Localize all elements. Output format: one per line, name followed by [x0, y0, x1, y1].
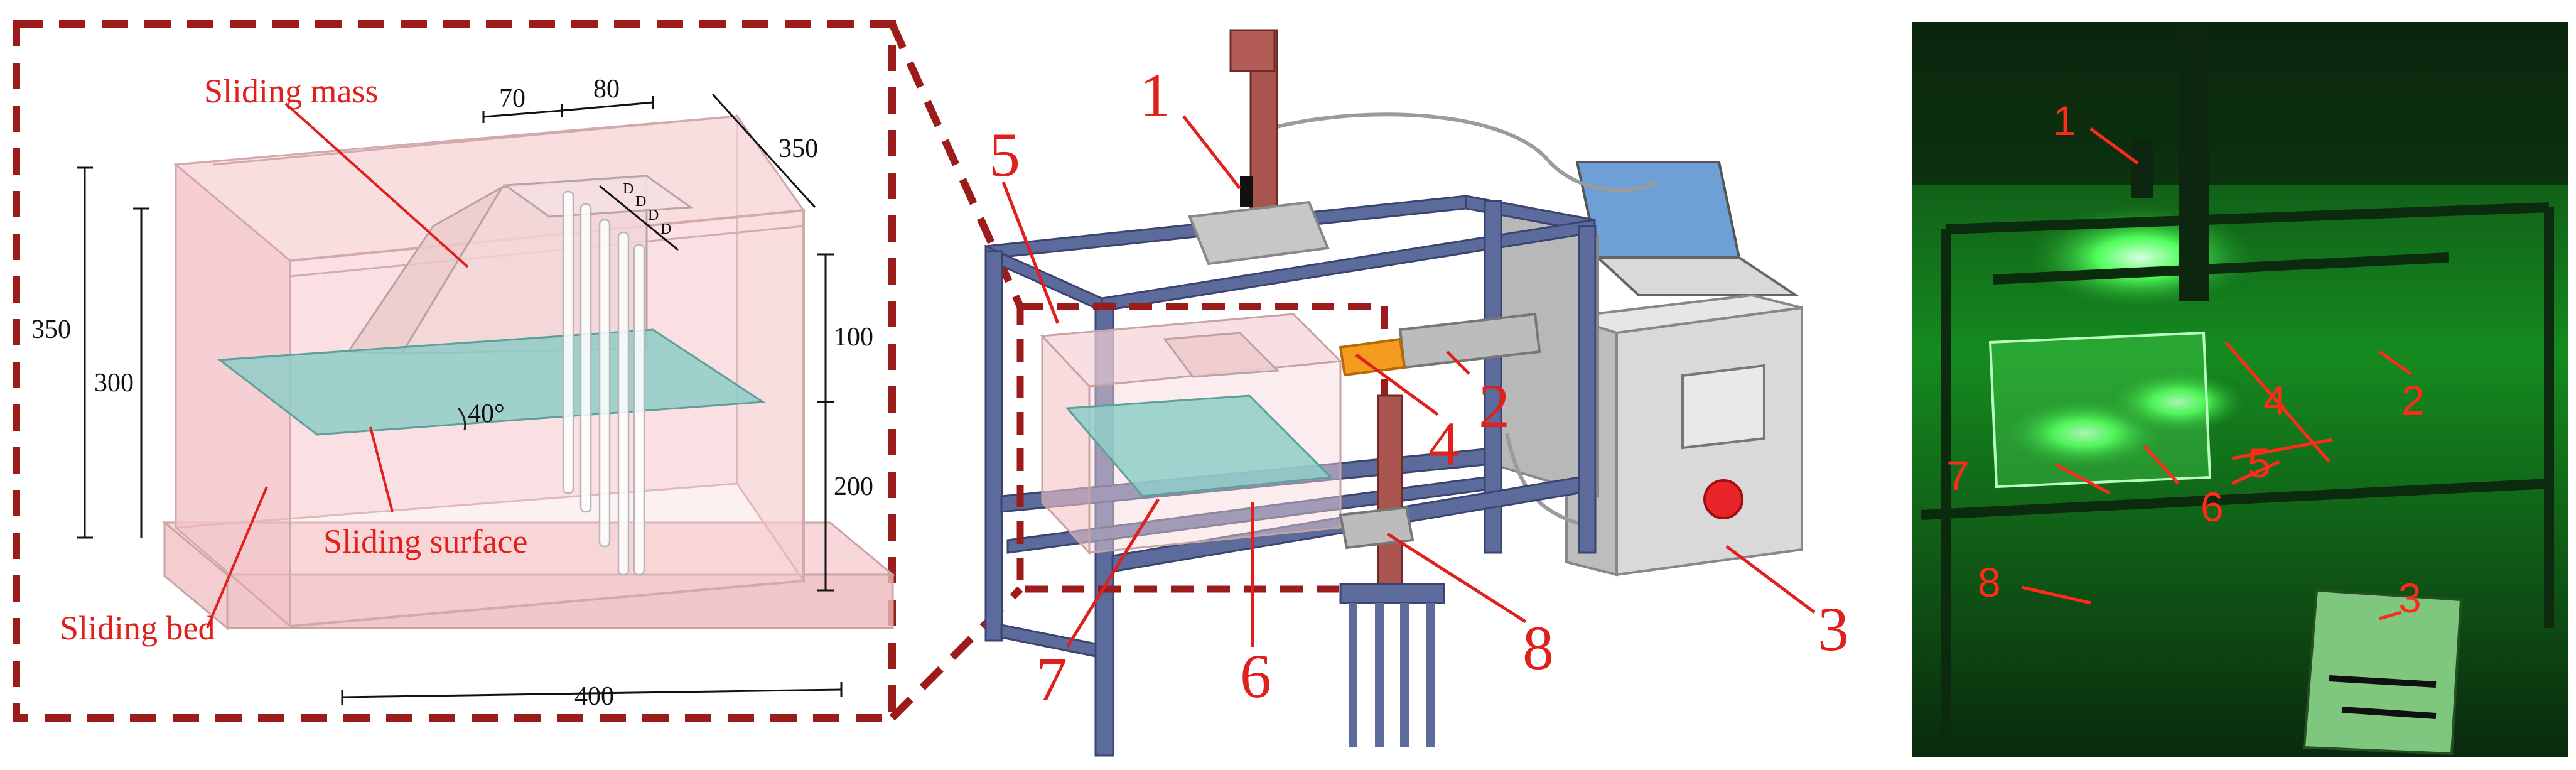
lower-column	[1339, 394, 1445, 747]
dim-200: 200	[834, 472, 873, 501]
angle-arc	[457, 407, 466, 431]
camera-cable	[1258, 112, 1659, 192]
rig-label-5: 5	[989, 120, 1020, 190]
rig-label-4: 4	[1428, 409, 1460, 479]
dim-D-4: D	[660, 221, 671, 237]
dimension-lines	[77, 93, 843, 705]
label-sliding-mass: Sliding mass	[204, 72, 379, 110]
control-box	[1565, 293, 1803, 577]
dim-angle: 40°	[468, 399, 505, 428]
photo-panel: 1 2 3 4 5 6 7 8	[1912, 22, 2568, 757]
rig-tank	[1040, 313, 1343, 555]
dim-D-2: D	[635, 193, 646, 210]
dim-350-top: 350	[779, 134, 818, 163]
photo-label-2: 2	[2401, 377, 2425, 423]
photo-label-5: 5	[2248, 440, 2271, 486]
rig-label-7: 7	[1036, 644, 1067, 714]
photo-label-8: 8	[1978, 559, 2001, 605]
rig-leader-lines	[1001, 115, 1816, 648]
rig-callout-box	[1016, 303, 1388, 593]
laser-unit	[1339, 312, 1541, 377]
dim-80: 80	[593, 75, 620, 104]
photo-label-1: 1	[2053, 97, 2076, 144]
photo-label-3: 3	[2398, 575, 2422, 621]
rig-label-2: 2	[1479, 371, 1510, 441]
piles	[562, 190, 645, 576]
dim-70: 70	[499, 84, 525, 113]
rig-panel: 1 2 3 4 5 6 7 8	[984, 29, 1849, 757]
photo-tank	[1988, 331, 2212, 489]
photo-control-box	[2302, 588, 2463, 756]
photo-camera-column	[2179, 25, 2209, 301]
dim-300: 300	[94, 369, 134, 398]
dim-400: 400	[574, 682, 614, 711]
photo-leader-lines	[2021, 127, 2412, 621]
photo-frame	[1921, 202, 2554, 741]
rig-label-8: 8	[1522, 613, 1554, 683]
dim-350-left: 350	[31, 315, 71, 344]
callout-frame	[13, 20, 896, 722]
upper-column	[1188, 29, 1330, 266]
photo-label-6: 6	[2201, 484, 2224, 530]
laptop	[1575, 161, 1800, 296]
label-sliding-surface: Sliding surface	[323, 523, 527, 560]
photo-label-7: 7	[1946, 452, 1970, 499]
dim-D-3: D	[648, 207, 659, 224]
rig-label-1: 1	[1140, 60, 1171, 130]
schematic-panel: Sliding mass Sliding surface Sliding bed…	[13, 20, 896, 722]
rig-label-6: 6	[1240, 641, 1271, 711]
dim-100: 100	[834, 323, 873, 352]
dim-D-1: D	[623, 181, 633, 197]
rig-label-3: 3	[1818, 594, 1849, 664]
leader-lines	[206, 102, 469, 629]
photo-label-4: 4	[2263, 377, 2287, 423]
label-sliding-bed: Sliding bed	[60, 609, 215, 647]
